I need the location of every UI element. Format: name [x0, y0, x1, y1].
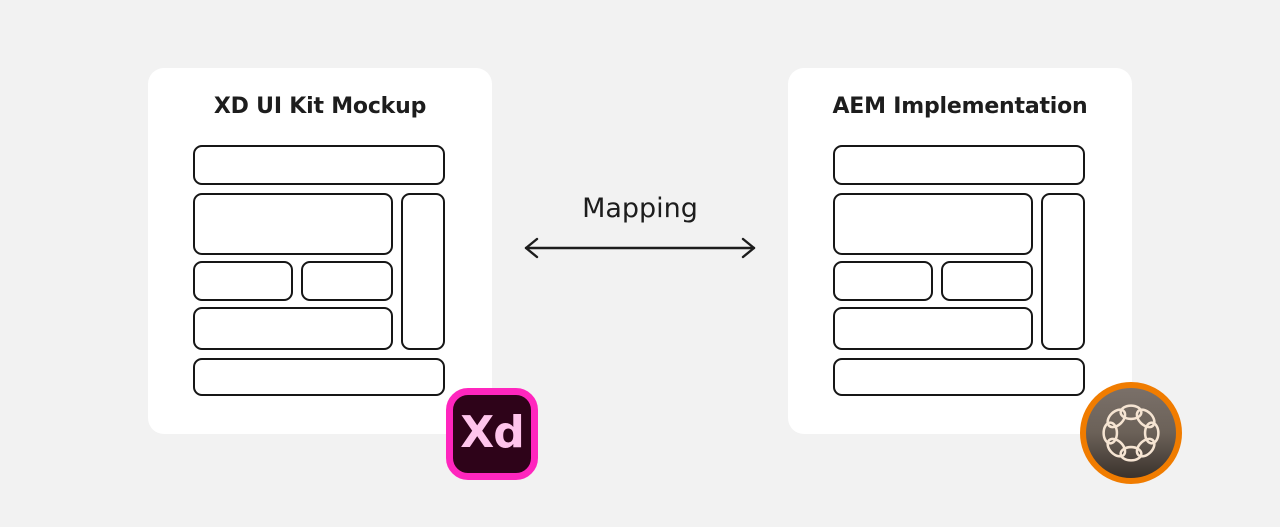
card-title-aem-implementation: AEM Implementation — [832, 94, 1088, 119]
aem-ring-icon — [1102, 404, 1160, 462]
card-xd-mockup: XD UI Kit Mockup — [148, 68, 492, 434]
wireframe-sidebar-rail — [401, 193, 445, 350]
wireframe-hero-block — [833, 193, 1033, 255]
wireframe-half-card-left — [193, 261, 293, 301]
mapping-label: Mapping — [582, 193, 698, 224]
wireframe-header-bar — [833, 145, 1085, 185]
wireframe-half-card-left — [833, 261, 933, 301]
wireframe-hero-block — [193, 193, 393, 255]
double-arrow-icon — [524, 237, 756, 259]
wireframe-wide-row — [833, 307, 1033, 350]
card-aem-implementation: AEM Implementation — [788, 68, 1132, 434]
wireframe-aem-implementation — [833, 145, 1085, 404]
adobe-aem-logo — [1080, 382, 1182, 484]
adobe-xd-logo: Xd — [446, 388, 538, 480]
wireframe-half-card-right — [301, 261, 393, 301]
wireframe-half-card-right — [941, 261, 1033, 301]
wireframe-footer-bar — [833, 358, 1085, 396]
wireframe-footer-bar — [193, 358, 445, 396]
wireframe-xd-mockup — [193, 145, 445, 404]
mapping-connector: Mapping — [500, 190, 780, 270]
wireframe-sidebar-rail — [1041, 193, 1085, 350]
wireframe-header-bar — [193, 145, 445, 185]
wireframe-wide-row — [193, 307, 393, 350]
card-title-xd-mockup: XD UI Kit Mockup — [213, 94, 427, 119]
adobe-xd-logo-text: Xd — [460, 407, 524, 458]
